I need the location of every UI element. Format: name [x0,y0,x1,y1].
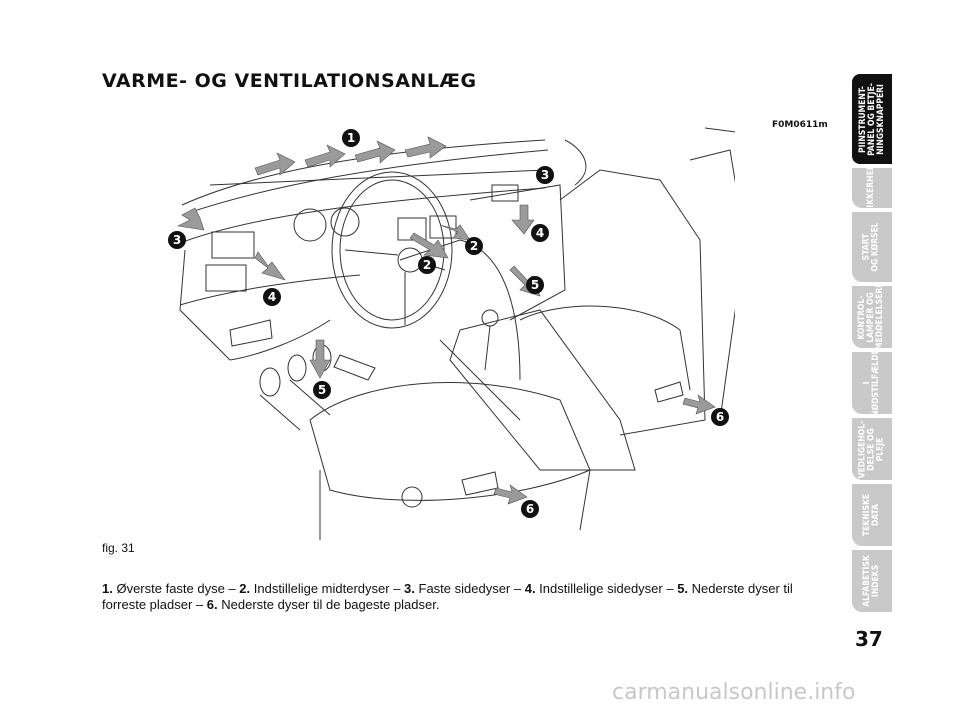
tab-tekniske-data[interactable]: TEKNISKE DATA [852,484,892,546]
figure-label: fig. 31 [102,541,135,555]
ventilation-diagram: 1 2 2 3 3 4 4 5 5 6 6 [168,127,735,540]
figure-caption: 1. Øverste faste dyse – 2. Indstillelige… [102,581,793,612]
page-number: 37 [855,627,883,651]
callout-5a: 5 [318,383,326,397]
page-title: VARME- OG VENTILATIONSANLÆG [102,70,477,92]
callout-6b: 6 [526,502,534,516]
callout-2b: 2 [423,258,431,272]
tab-kontrol-lamper[interactable]: KONTROL- LAMPER OG MEDDELELSERI [852,284,892,350]
tab-nodstilfaelde[interactable]: I NØDSTILFÆLDE [852,349,892,417]
callout-4a: 4 [268,290,276,304]
tab-instrument-panel[interactable]: PIINSTRUMENT- PANEL OG BETJE- NINGSKNAPP… [852,74,892,164]
tab-alfabetisk-indeks[interactable]: ALFABETISK INDEKS [852,550,892,612]
callout-6a: 6 [716,410,724,424]
callout-5b: 5 [531,278,539,292]
tab-start-og-korsel[interactable]: START OG KØRSEL [852,212,892,282]
callout-4b: 4 [536,226,544,240]
tab-sikkerhed[interactable]: SIKKERHED [852,163,892,213]
callout-3b: 3 [541,168,549,182]
callout-2a: 2 [470,239,478,253]
tab-vedligeholdelse[interactable]: VEDLIGEHOL- DELSE OG PLEJE [852,418,892,480]
image-code: F0M0611m [772,120,828,130]
callout-3a: 3 [173,233,181,247]
callout-1: 1 [347,131,355,145]
watermark: carmanualsonline.info [612,680,856,705]
